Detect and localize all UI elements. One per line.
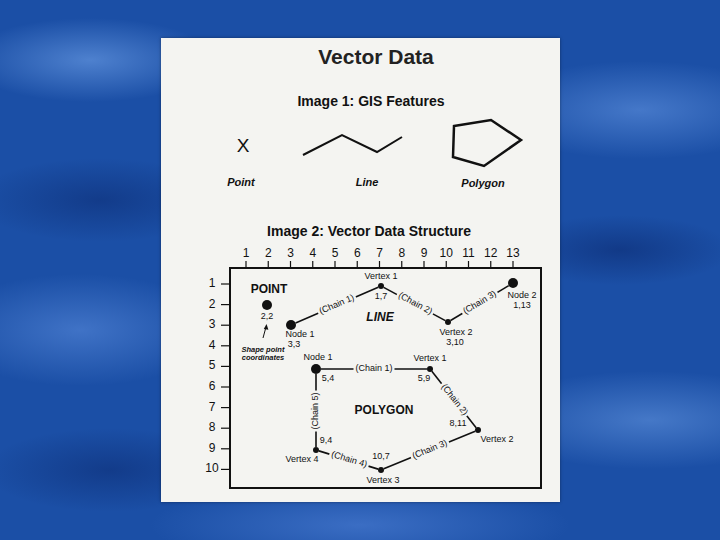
point-name: Vertex 2 bbox=[439, 328, 472, 338]
feature-caption: Point bbox=[227, 176, 255, 188]
vertex-point: Vertex 11,7 bbox=[378, 283, 384, 289]
row-number: 10 bbox=[205, 463, 218, 476]
chain-line bbox=[451, 286, 509, 321]
chain-label: (Chain 1) bbox=[316, 292, 358, 317]
chain-label: (Chain 3) bbox=[409, 438, 451, 463]
coordinate-label: 10,7 bbox=[372, 452, 390, 462]
coordinate-label: 1,7 bbox=[375, 292, 388, 302]
coordinate-label: 9,4 bbox=[320, 436, 333, 446]
row-number: 1 bbox=[209, 277, 216, 290]
feature-label: POINT bbox=[251, 283, 288, 296]
chain-label: (Chain 5) bbox=[311, 390, 321, 431]
node-point: 2,2 bbox=[262, 300, 272, 310]
row-number: 6 bbox=[209, 380, 216, 393]
coordinate-label: 1,13 bbox=[513, 301, 531, 311]
chain-label: (Chain 2) bbox=[437, 380, 470, 418]
column-number: 10 bbox=[440, 247, 453, 260]
node-point: Node 13,3 bbox=[286, 320, 296, 330]
column-number: 1 bbox=[243, 247, 250, 260]
column-number: 8 bbox=[398, 247, 405, 260]
column-ticks bbox=[246, 261, 513, 268]
row-number: 8 bbox=[209, 422, 216, 435]
row-number: 5 bbox=[209, 360, 216, 373]
column-number: 5 bbox=[332, 247, 339, 260]
chain-label: (Chain 2) bbox=[394, 290, 435, 318]
row-number: 2 bbox=[209, 298, 216, 311]
polygon-feature bbox=[453, 120, 521, 166]
point-name: Vertex 1 bbox=[413, 354, 446, 364]
column-number: 11 bbox=[462, 247, 474, 260]
row-number: 4 bbox=[209, 339, 216, 352]
vertex-point: Vertex 15,9 bbox=[427, 366, 433, 372]
column-number: 2 bbox=[265, 247, 272, 260]
row-number: 9 bbox=[209, 442, 216, 455]
coordinate-label: 3,3 bbox=[288, 340, 301, 350]
point-name: Vertex 2 bbox=[480, 435, 513, 445]
section-heading: Image 1: GIS Features bbox=[297, 94, 444, 109]
point-name: Vertex 4 bbox=[285, 455, 318, 465]
point-name: Node 2 bbox=[507, 291, 536, 301]
vertex-point: Vertex 23,10 bbox=[445, 319, 451, 325]
coordinate-label: 5,4 bbox=[322, 374, 335, 384]
point-name: Vertex 1 bbox=[364, 272, 397, 282]
line-feature bbox=[303, 135, 402, 155]
chain-label: (Chain 1) bbox=[353, 364, 394, 374]
coordinate-label: 8,11 bbox=[450, 419, 467, 429]
leader-arrowhead bbox=[264, 324, 269, 330]
chain-label: (Chain 4) bbox=[327, 449, 369, 471]
point-symbol: X bbox=[237, 136, 250, 157]
coordinate-label: 5,9 bbox=[418, 374, 431, 384]
column-number: 3 bbox=[287, 247, 294, 260]
column-number: 9 bbox=[421, 247, 428, 260]
node-point: Node 21,13 bbox=[508, 278, 518, 288]
row-ticks bbox=[221, 284, 230, 469]
coordinate-label: 3,10 bbox=[446, 338, 464, 348]
column-number: 12 bbox=[484, 247, 497, 260]
feature-label: POLYGON bbox=[355, 404, 414, 417]
page-title: Vector Data bbox=[318, 45, 434, 68]
vertex-point: 8,11Vertex 2 bbox=[475, 427, 481, 433]
chain-line bbox=[296, 287, 379, 323]
grid-frame bbox=[230, 268, 541, 488]
chain-label: (Chain 3) bbox=[460, 288, 500, 318]
vertex-point: 10,7Vertex 3 bbox=[378, 467, 384, 473]
column-number: 6 bbox=[354, 247, 361, 260]
column-number: 4 bbox=[309, 247, 316, 260]
section-heading: Image 2: Vector Data Structure bbox=[267, 224, 471, 239]
node-point: Node 15,4 bbox=[311, 364, 321, 374]
coordinate-label: 2,2 bbox=[261, 312, 274, 322]
column-number: 7 bbox=[376, 247, 383, 260]
feature-caption: Polygon bbox=[461, 177, 504, 189]
annotation: Shape point coordinates bbox=[240, 346, 286, 363]
point-name: Node 1 bbox=[285, 330, 314, 340]
feature-caption: Line bbox=[356, 176, 379, 188]
vertex-point: 9,4Vertex 4 bbox=[313, 447, 319, 453]
point-name: Node 1 bbox=[303, 353, 332, 363]
column-number: 13 bbox=[506, 247, 519, 260]
feature-label: LINE bbox=[366, 311, 393, 324]
row-number: 7 bbox=[209, 401, 216, 414]
chain-line bbox=[384, 431, 475, 469]
point-name: Vertex 3 bbox=[366, 476, 399, 486]
row-number: 3 bbox=[209, 319, 216, 332]
